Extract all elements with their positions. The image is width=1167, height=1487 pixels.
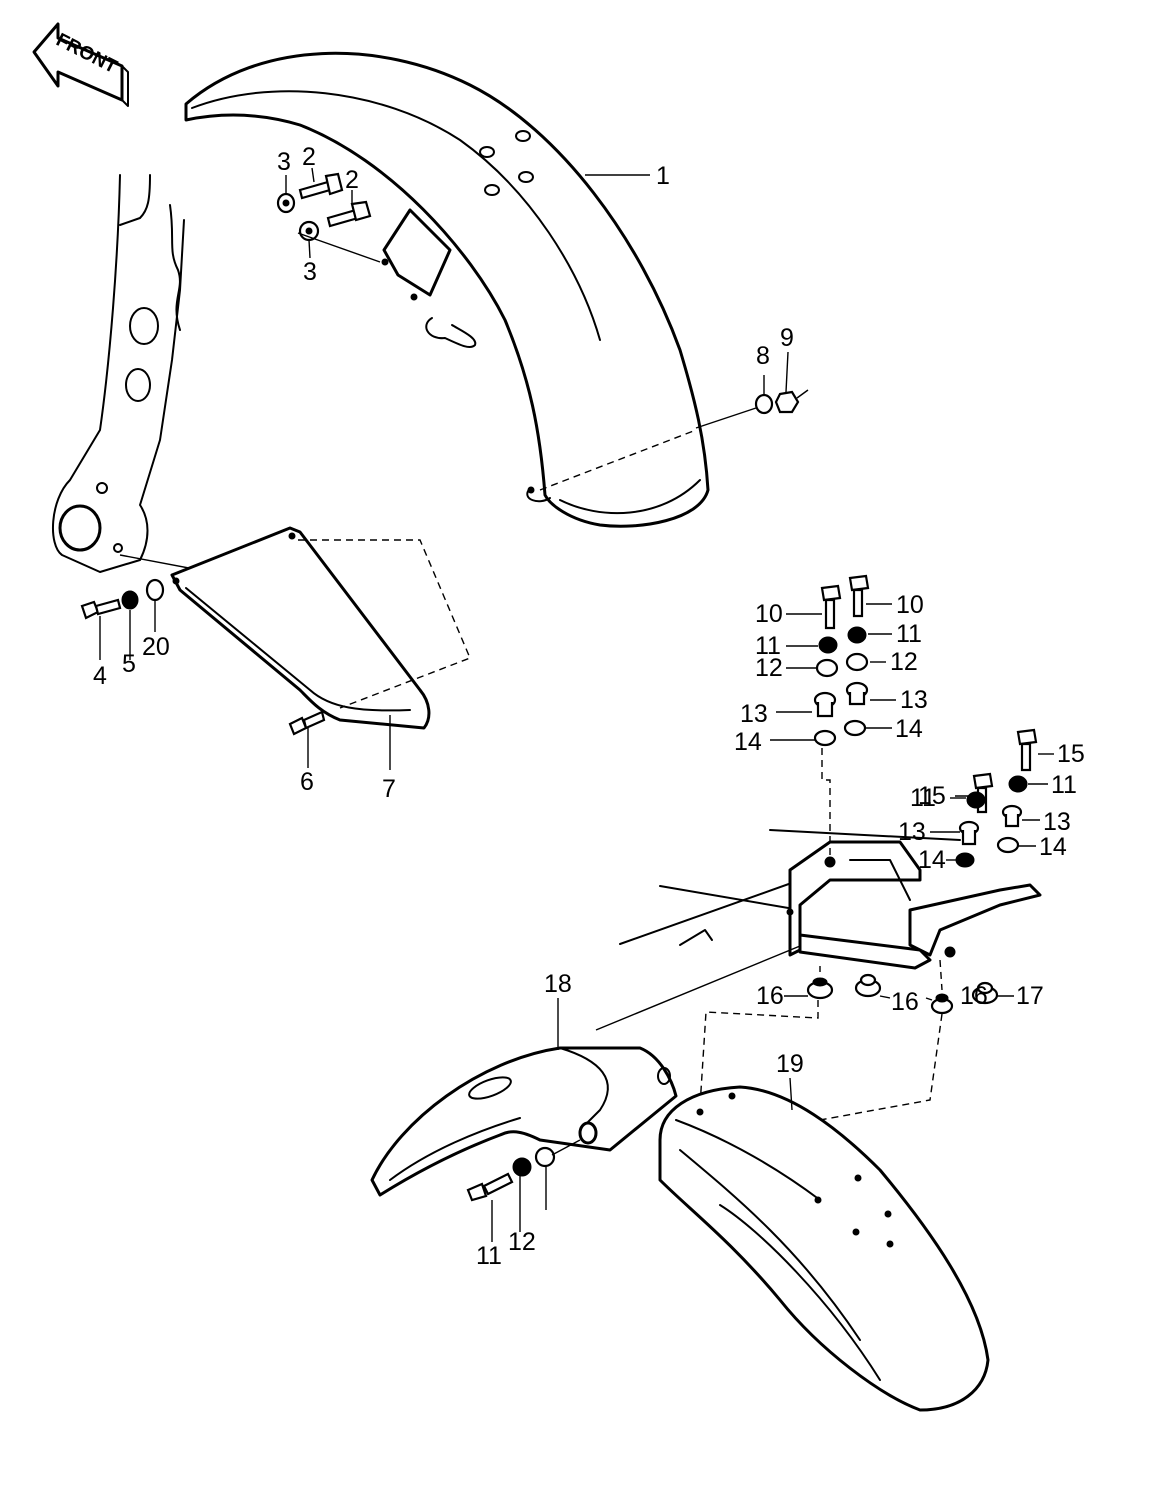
grommet-16-b bbox=[854, 973, 882, 998]
washer-12-right bbox=[845, 652, 869, 672]
callout-19: 11 bbox=[476, 1242, 502, 1270]
bolt-19 bbox=[466, 1172, 514, 1202]
callout-20: 20 bbox=[142, 633, 170, 661]
callout-leaders bbox=[99, 167, 1054, 1242]
callout-12b: 12 bbox=[890, 648, 918, 676]
rear-inner-fender bbox=[370, 1046, 678, 1197]
screw-6 bbox=[288, 710, 326, 736]
washer-11-rear-left bbox=[966, 791, 986, 809]
callout-10a: 10 bbox=[755, 600, 783, 628]
collar-13-right bbox=[845, 681, 869, 706]
callout-2a: 2 bbox=[302, 143, 316, 171]
washer-11-right bbox=[847, 626, 867, 644]
rear-fender bbox=[658, 1085, 990, 1412]
callout-13d: 13 bbox=[1043, 808, 1071, 836]
callout-13b: 13 bbox=[900, 686, 928, 714]
collar-13-rear-left bbox=[958, 820, 980, 846]
bolt-15-right bbox=[1016, 728, 1038, 772]
washer-8 bbox=[754, 393, 774, 415]
bolt-10-left bbox=[820, 584, 842, 630]
washer-11-rear-right bbox=[1008, 775, 1028, 793]
bolt-2-lower bbox=[326, 200, 372, 228]
callout-10b: 10 bbox=[896, 591, 924, 619]
callout-12a: 12 bbox=[755, 654, 783, 682]
callout-15b: 15 bbox=[1057, 740, 1085, 768]
washer-12-lower bbox=[534, 1146, 556, 1168]
callout-11b: 11 bbox=[896, 620, 922, 648]
callout-18: 19 bbox=[776, 1050, 804, 1078]
grommet-16-a bbox=[806, 977, 834, 1000]
callout-15a: 15 bbox=[918, 782, 946, 810]
washer-11-lower bbox=[512, 1157, 532, 1177]
bolt-2-upper bbox=[298, 172, 344, 200]
grommet-14-rear-right bbox=[996, 836, 1020, 854]
washer-3-upper bbox=[276, 192, 296, 214]
callout-numbers: 1 2 2 3 3 4 5 20 6 7 8 9 10 10 11 11 12 … bbox=[93, 143, 1085, 1270]
callout-4: 4 bbox=[93, 662, 107, 690]
washer-11-left bbox=[818, 636, 838, 654]
callout-11c: 11 bbox=[910, 784, 936, 812]
bolt-4 bbox=[80, 598, 122, 620]
callout-13c: 13 bbox=[898, 818, 926, 846]
collar-13-rear-right bbox=[1001, 804, 1023, 828]
rear-frame bbox=[619, 829, 1042, 970]
fender-stay bbox=[170, 526, 471, 730]
front-fork bbox=[52, 174, 211, 573]
callout-14c: 14 bbox=[918, 846, 946, 874]
callout-11e: 12 bbox=[508, 1228, 536, 1256]
washer-12-left bbox=[815, 658, 839, 678]
fender-bracket bbox=[381, 208, 477, 348]
bolt-10-right bbox=[848, 574, 870, 618]
callout-5: 5 bbox=[122, 650, 136, 678]
callout-14b: 14 bbox=[895, 715, 923, 743]
callout-3a: 3 bbox=[277, 148, 291, 176]
callout-8: 8 bbox=[756, 342, 770, 370]
callout-16d: 17 bbox=[1016, 982, 1044, 1010]
washer-20 bbox=[145, 578, 165, 602]
callout-16c: 16 bbox=[960, 982, 988, 1010]
front-fender bbox=[184, 51, 710, 528]
collar-13-left bbox=[813, 691, 837, 718]
callout-16b: 16 bbox=[891, 988, 919, 1016]
callout-14d: 14 bbox=[1039, 833, 1067, 861]
callout-16a: 16 bbox=[756, 982, 784, 1010]
callout-9: 9 bbox=[780, 324, 794, 352]
callout-2b: 2 bbox=[345, 166, 359, 194]
grommet-14-left bbox=[813, 729, 837, 747]
callout-13a: 13 bbox=[740, 700, 768, 728]
callout-14a: 14 bbox=[734, 728, 762, 756]
nut-9 bbox=[774, 390, 800, 414]
callout-11d: 11 bbox=[1051, 771, 1077, 799]
callout-3b: 3 bbox=[303, 258, 317, 286]
callout-17: 18 bbox=[544, 970, 572, 998]
washer-5 bbox=[121, 590, 139, 610]
callout-7: 7 bbox=[382, 775, 396, 803]
callout-6: 6 bbox=[300, 768, 314, 796]
grommet-16-c bbox=[930, 993, 954, 1015]
grommet-14-rear-left bbox=[955, 852, 975, 868]
front-arrow: FRONT bbox=[32, 22, 129, 107]
grommet-14-right bbox=[843, 719, 867, 737]
callout-11a: 11 bbox=[755, 632, 781, 660]
grommet-16-d bbox=[971, 981, 999, 1005]
callout-1: 1 bbox=[656, 162, 670, 190]
